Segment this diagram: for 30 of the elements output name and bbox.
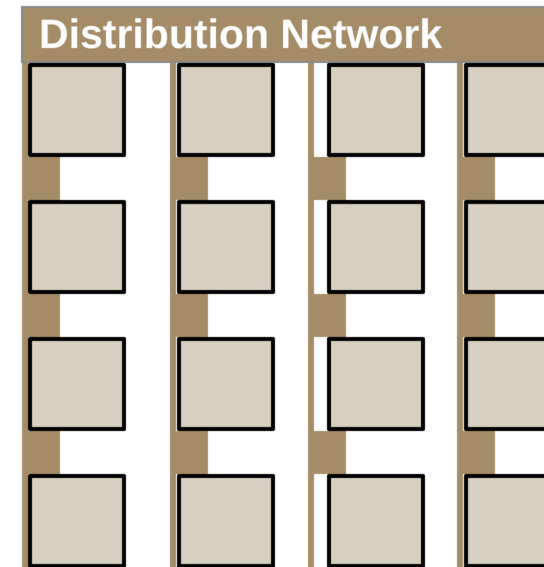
connector-strip xyxy=(463,157,495,200)
square-box xyxy=(327,337,425,431)
square-box xyxy=(177,474,275,567)
connector-strip xyxy=(176,431,208,474)
connector-strip xyxy=(314,157,346,200)
square-box xyxy=(28,63,126,157)
square-box xyxy=(464,474,544,567)
square-box xyxy=(177,337,275,431)
square-box xyxy=(28,200,126,294)
connector-strip xyxy=(28,294,60,337)
square-box xyxy=(464,63,544,157)
square-box xyxy=(464,200,544,294)
square-box xyxy=(177,63,275,157)
connector-strip xyxy=(314,431,346,474)
banner-title: Distribution Network xyxy=(39,14,442,55)
square-box xyxy=(327,63,425,157)
connector-strip xyxy=(314,294,346,337)
title-banner xyxy=(21,6,544,63)
square-box xyxy=(28,474,126,567)
connector-strip xyxy=(176,294,208,337)
square-box xyxy=(177,200,275,294)
connector-strip xyxy=(463,431,495,474)
connector-strip xyxy=(176,157,208,200)
connector-strip xyxy=(28,157,60,200)
square-box xyxy=(327,474,425,567)
connector-strip xyxy=(463,294,495,337)
square-box xyxy=(464,337,544,431)
square-box xyxy=(327,200,425,294)
connector-strip xyxy=(28,431,60,474)
square-box xyxy=(28,337,126,431)
